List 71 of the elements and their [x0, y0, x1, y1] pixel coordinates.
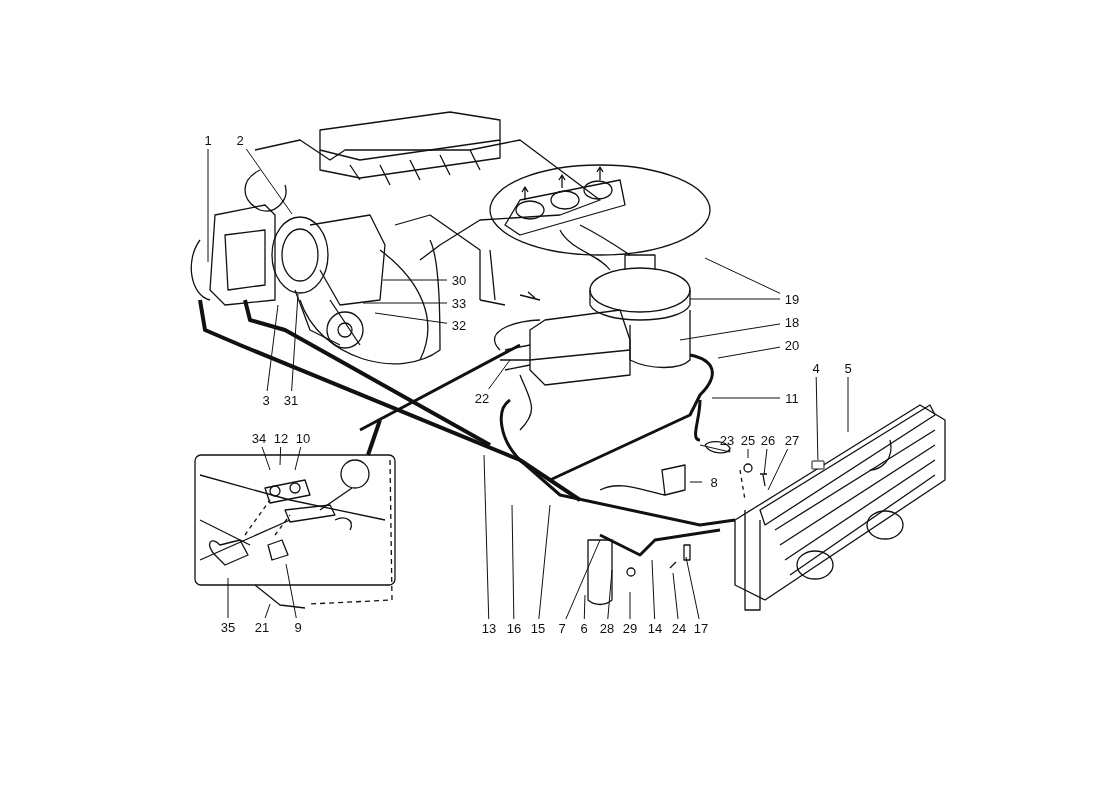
- leader-line: [763, 448, 768, 476]
- leader-line: [689, 298, 781, 300]
- callout-number: 33: [451, 295, 467, 311]
- leader-line: [511, 504, 515, 620]
- callout-number: 8: [710, 474, 718, 490]
- leader-line: [565, 539, 601, 620]
- callout-number: 27: [784, 432, 800, 448]
- leader-line: [717, 346, 781, 359]
- callout-number: 30: [451, 272, 467, 288]
- callout-number: 29: [622, 620, 638, 636]
- leader-line: [689, 481, 703, 483]
- leader-line: [245, 148, 293, 215]
- callout-number: 25: [740, 432, 756, 448]
- callout-number: 5: [844, 360, 852, 376]
- callout-number: 32: [451, 317, 467, 333]
- callout-number: 19: [784, 291, 800, 307]
- callout-number: 22: [474, 390, 490, 406]
- leader-line: [227, 577, 229, 619]
- leader-line: [747, 448, 749, 459]
- leader-line: [538, 504, 551, 620]
- callout-number: 17: [693, 620, 709, 636]
- leader-line: [583, 594, 586, 620]
- callout-number: 18: [784, 314, 800, 330]
- leader-line: [651, 559, 656, 620]
- callout-number: 1: [204, 132, 212, 148]
- leader-line: [483, 454, 490, 620]
- callout-number: 7: [558, 620, 566, 636]
- leader-line: [207, 148, 209, 263]
- leader-line: [382, 279, 448, 281]
- leader-line: [261, 446, 271, 471]
- leader-line: [607, 569, 613, 620]
- leader-line: [679, 323, 781, 341]
- callout-number: 14: [647, 620, 663, 636]
- callout-number: 23: [719, 432, 735, 448]
- callout-number: 24: [671, 620, 687, 636]
- leader-line: [488, 359, 511, 390]
- callout-number: 10: [295, 430, 311, 446]
- callout-number: 4: [812, 360, 820, 376]
- callout-number: 2: [236, 132, 244, 148]
- leader-line: [285, 563, 297, 619]
- callout-number: 35: [220, 619, 236, 635]
- callout-number: 21: [254, 619, 270, 635]
- leader-line: [294, 446, 302, 471]
- leader-line: [629, 591, 631, 620]
- leader-line: [264, 603, 271, 619]
- callout-number: 13: [481, 620, 497, 636]
- leader-line: [847, 376, 849, 433]
- leader-line: [374, 312, 448, 324]
- leader-line: [699, 444, 731, 453]
- leader-line: [362, 302, 448, 304]
- leader-line: [767, 448, 789, 491]
- callout-number: 12: [273, 430, 289, 446]
- leader-line: [266, 304, 279, 392]
- leader-line: [291, 293, 299, 392]
- callout-number: 28: [599, 620, 615, 636]
- callout-number: 31: [283, 392, 299, 408]
- callout-number: 15: [530, 620, 546, 636]
- leader-line: [672, 572, 679, 620]
- callout-number: 9: [294, 619, 302, 635]
- callout-number: 6: [580, 620, 588, 636]
- mounting-bracket: [811, 460, 825, 470]
- leader-line: [279, 446, 282, 466]
- leader-line: [704, 257, 781, 294]
- callout-number: 3: [262, 392, 270, 408]
- callout-number: 11: [785, 390, 799, 406]
- callout-number: 26: [760, 432, 776, 448]
- callout-number: 34: [251, 430, 267, 446]
- leader-line: [711, 397, 781, 399]
- callout-number: 20: [784, 337, 800, 353]
- callout-number: 16: [506, 620, 522, 636]
- leader-line: [685, 556, 700, 620]
